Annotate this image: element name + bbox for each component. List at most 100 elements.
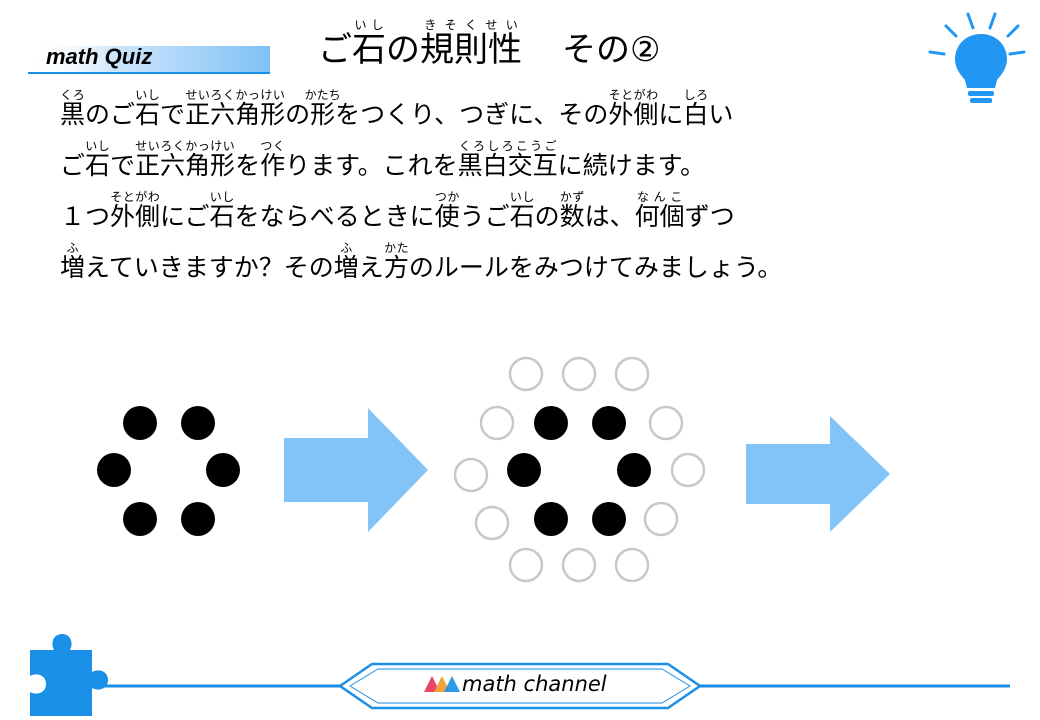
text-run: をつくり、つぎに、その <box>335 100 609 129</box>
text-run: い <box>708 100 734 129</box>
white-stone <box>508 547 544 583</box>
ruby-word: 石いし <box>352 18 386 67</box>
puzzle-piece-icon <box>30 634 108 716</box>
black-stone <box>534 502 568 536</box>
question-line: １つ外側そとがわにご石いしをならべるときに使つかうご石いしの数かずは、何個なんこ… <box>60 190 960 241</box>
ruby-word: 黒白交互くろしろこうご <box>458 140 558 180</box>
text-run: に続けます。 <box>557 151 706 180</box>
page-title: ご石いしの規則性きそくせいその② <box>318 18 660 67</box>
ruby-reading: なんこ <box>634 190 685 204</box>
footer-label: math channel <box>462 672 607 696</box>
text-run: えていきますか？その <box>85 253 334 282</box>
white-stone <box>614 356 650 392</box>
black-stone <box>206 453 240 487</box>
text-run: を <box>235 151 261 180</box>
text-run: うご <box>459 202 510 231</box>
ruby-base: 方 <box>383 253 409 282</box>
ruby-word: 外側そとがわ <box>110 191 161 231</box>
black-stone <box>507 453 541 487</box>
ruby-base: 石 <box>509 202 535 231</box>
ruby-reading: いし <box>509 190 535 204</box>
ruby-reading: そとがわ <box>608 88 659 102</box>
ruby-base: 黒 <box>60 100 86 129</box>
text-run: １つ <box>60 202 111 231</box>
header-banner <box>28 46 270 74</box>
ruby-base: 正六角形 <box>185 100 286 129</box>
text-run: は、 <box>584 202 635 231</box>
ruby-word: 石いし <box>135 89 160 129</box>
ruby-base: 数 <box>559 202 585 231</box>
black-stone <box>181 502 215 536</box>
banner-label: math Quiz <box>46 44 153 69</box>
text-run: の <box>534 202 560 231</box>
text-run: ずつ <box>684 202 735 231</box>
ruby-word: 石いし <box>509 191 535 231</box>
ruby-word: 方かた <box>383 242 409 282</box>
ruby-base: 増 <box>333 253 359 282</box>
text-run: をならべるときに <box>234 202 435 231</box>
ruby-word: 正六角形せいろくかっけい <box>135 140 236 180</box>
text-run: の <box>285 100 311 129</box>
ruby-word: 数かず <box>559 191 585 231</box>
ruby-word: 規則性きそくせい <box>420 18 522 67</box>
white-stone <box>670 452 706 488</box>
ruby-reading: そとがわ <box>110 190 161 204</box>
black-stone <box>181 406 215 440</box>
text-run: のご <box>85 100 136 129</box>
white-stone <box>479 405 515 441</box>
ruby-reading: ふ <box>60 241 86 255</box>
text-run: で <box>110 151 136 180</box>
text-run: にご <box>160 202 210 231</box>
text-run: ります。これを <box>285 151 458 180</box>
ruby-word: 外側そとがわ <box>608 89 659 129</box>
ruby-base: 石 <box>352 30 386 70</box>
white-stone <box>561 356 597 392</box>
ruby-word: 何個なんこ <box>634 191 685 231</box>
ruby-base: 形 <box>304 100 341 129</box>
text-run: え <box>358 253 384 282</box>
ruby-reading: くろ <box>60 88 86 102</box>
question-line: ご石いしで正六角形せいろくかっけいを作つくります。これを黒白交互くろしろこうごに… <box>60 139 960 190</box>
ruby-reading: いし <box>135 88 161 102</box>
ruby-base: 増 <box>60 253 86 282</box>
text-run: ご <box>60 151 86 180</box>
math-channel-logo-icon <box>424 676 460 692</box>
ruby-reading: いし <box>209 190 235 204</box>
white-stone <box>508 356 544 392</box>
black-stone <box>534 406 568 440</box>
ruby-reading: きそくせい <box>420 18 522 32</box>
text-run: の <box>386 30 420 70</box>
question-line: 黒くろのご石いしで正六角形せいろくかっけいの形かたちをつくり、つぎに、その外側そ… <box>60 88 960 139</box>
ruby-word: 正六角形せいろくかっけい <box>185 89 286 129</box>
ruby-base: 石 <box>209 202 235 231</box>
black-stone <box>592 502 626 536</box>
black-stone <box>123 406 157 440</box>
black-stone <box>592 406 626 440</box>
question-line: 増ふえていきますか？その増ふえ方かたのルールをみつけてみましょう。 <box>60 241 960 292</box>
ruby-base: 外側 <box>110 202 161 231</box>
ruby-word: 使つか <box>435 191 460 231</box>
lightbulb-icon <box>928 12 1026 103</box>
ruby-word: 白しろ <box>683 89 709 129</box>
white-stone <box>614 547 650 583</box>
ruby-reading: つか <box>434 190 460 204</box>
ruby-word: 作つく <box>260 140 285 180</box>
white-stone <box>453 457 489 493</box>
white-stone <box>643 501 679 537</box>
ruby-reading: かたち <box>304 88 341 102</box>
right-arrow-icon <box>284 408 428 532</box>
stone-pattern-figure <box>97 356 890 583</box>
ruby-base: 白 <box>683 100 709 129</box>
ruby-reading: ふ <box>333 241 359 255</box>
ruby-word: 石いし <box>209 191 235 231</box>
white-stone <box>561 547 597 583</box>
ruby-base: 何個 <box>634 202 685 231</box>
ruby-reading: いし <box>85 139 111 153</box>
ruby-word: 増ふ <box>60 242 86 282</box>
ruby-reading: かた <box>383 241 409 255</box>
black-stone <box>123 502 157 536</box>
ruby-word: 増ふ <box>333 242 359 282</box>
ruby-base: 外側 <box>608 100 659 129</box>
black-stone <box>97 453 131 487</box>
ruby-base: 正六角形 <box>135 151 236 180</box>
